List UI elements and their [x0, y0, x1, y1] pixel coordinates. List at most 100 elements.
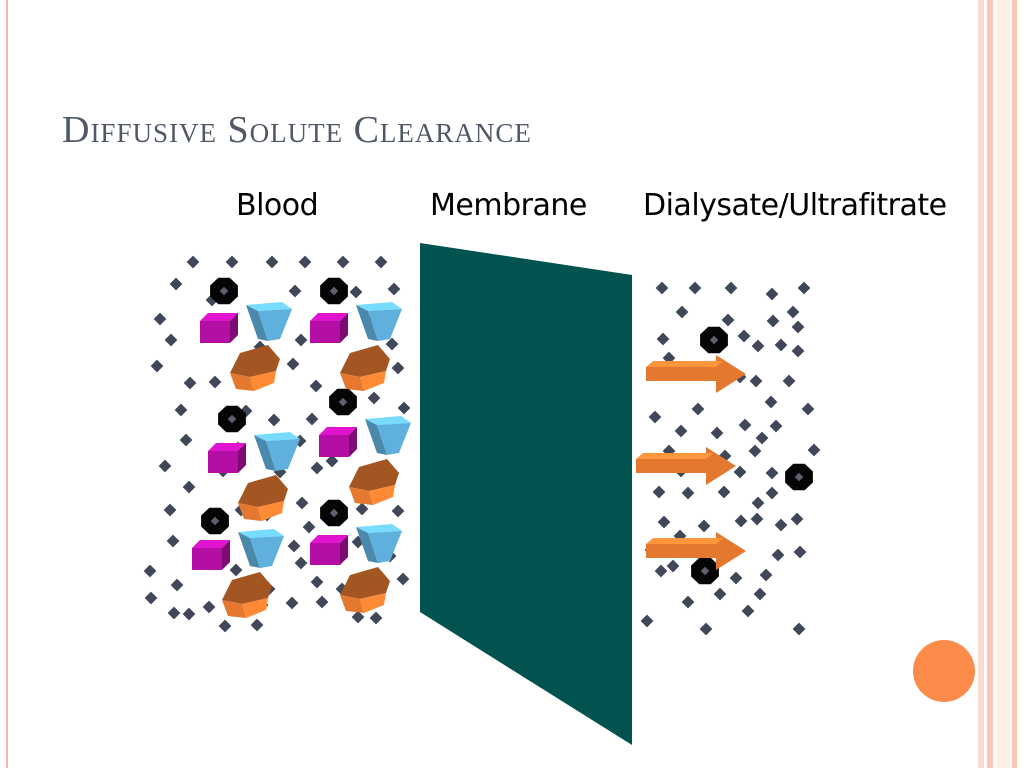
diamond-particle	[167, 606, 181, 620]
diamond-particle	[791, 320, 805, 334]
diamond-particle	[182, 480, 196, 494]
diamond-particle	[713, 587, 727, 601]
diamond-particle	[688, 281, 702, 295]
diamond-particle	[225, 255, 239, 269]
octagon-particle	[691, 557, 719, 585]
diamond-particle	[315, 595, 329, 609]
octagon-particle	[785, 463, 813, 491]
diamond-particle	[733, 465, 747, 479]
diamond-particle	[749, 374, 763, 388]
membrane-panel	[420, 243, 632, 745]
diamond-particle	[183, 376, 197, 390]
diamond-particle	[349, 285, 363, 299]
diamond-particle	[654, 564, 668, 578]
diamond-particle	[179, 433, 193, 447]
diamond-particle	[170, 578, 184, 592]
diamond-particle	[751, 496, 765, 510]
diamond-particle	[766, 314, 780, 328]
diamond-particle	[267, 413, 281, 427]
diamond-particle	[186, 255, 200, 269]
diamond-particle	[158, 459, 172, 473]
diamond-particle	[202, 600, 216, 614]
diamond-particle	[367, 391, 381, 405]
orange-dot-decoration	[913, 640, 975, 702]
diamond-particle	[655, 281, 669, 295]
diamond-particle	[759, 568, 773, 582]
diamond-particle	[801, 402, 815, 416]
cube-molecule	[319, 427, 357, 457]
diamond-particle	[309, 379, 323, 393]
octagon-particle	[210, 277, 238, 305]
wedge-molecule	[356, 302, 402, 341]
diamond-particle	[391, 504, 405, 518]
cube-molecule	[310, 313, 348, 343]
diamond-particle	[385, 337, 399, 351]
octagon-particle	[320, 277, 348, 305]
diamond-particle	[717, 485, 731, 499]
diamond-particle	[169, 277, 183, 291]
block-molecule	[230, 345, 280, 391]
diamond-particle	[336, 255, 350, 269]
diamond-particle	[769, 419, 783, 433]
diamond-particle	[164, 333, 178, 347]
block-molecule	[238, 475, 288, 521]
diamond-particle	[656, 332, 670, 346]
diamond-particle	[648, 410, 662, 424]
diamond-particle	[751, 339, 765, 353]
diamond-particle	[310, 575, 324, 589]
blood-label: Blood	[236, 188, 319, 223]
wedge-molecule	[365, 416, 411, 455]
diamond-particle	[294, 556, 308, 570]
octagon-particle	[700, 326, 728, 354]
diamond-particle	[750, 512, 764, 526]
diamond-particle	[765, 486, 779, 500]
diamond-particle	[286, 357, 300, 371]
right-arrow	[646, 355, 746, 393]
diamond-particle	[699, 622, 713, 636]
diamond-particle	[143, 564, 157, 578]
diamond-particle	[710, 426, 724, 440]
slide-title: Diffusive Solute Clearance	[62, 109, 532, 151]
diamond-particle	[782, 374, 796, 388]
diamond-particle	[640, 614, 654, 628]
diamond-particle	[753, 587, 767, 601]
diamond-particle	[765, 466, 779, 480]
diamond-particle	[295, 496, 309, 510]
diamond-particle	[396, 572, 410, 586]
diamond-particle	[657, 515, 671, 529]
diamond-particle	[748, 444, 762, 458]
right-border-band-4	[1012, 0, 1017, 768]
right-border-band-1	[978, 0, 984, 768]
right-border-band-2	[987, 0, 993, 768]
diamond-particle	[793, 545, 807, 559]
diamond-particle	[786, 305, 800, 319]
block-molecule	[340, 345, 390, 391]
arrow-group	[636, 355, 746, 570]
diamond-particle	[792, 622, 806, 636]
diamond-particle	[288, 284, 302, 298]
diamond-particle	[287, 539, 301, 553]
cube-molecule	[192, 540, 230, 570]
cube-molecule	[208, 443, 246, 473]
diamond-particle	[791, 344, 805, 358]
diamond-particle	[166, 534, 180, 548]
diamond-particle	[302, 520, 316, 534]
diamond-particle	[691, 402, 705, 416]
diamond-particle	[387, 282, 401, 296]
diamond-particle	[153, 312, 167, 326]
block-molecule	[340, 567, 390, 613]
dialysate-label: Dialysate/Ultrafitrate	[643, 188, 947, 223]
diamond-particle	[652, 485, 666, 499]
diamond-particle	[298, 255, 312, 269]
molecule-cluster-group	[192, 302, 411, 618]
diamond-particle	[374, 255, 388, 269]
diamond-particle	[285, 596, 299, 610]
diamond-particle	[182, 607, 196, 621]
diamond-particle	[174, 403, 188, 417]
right-arrow	[636, 447, 736, 485]
diamond-particle	[734, 514, 748, 528]
diamond-particle	[674, 424, 688, 438]
cube-molecule	[310, 535, 348, 565]
